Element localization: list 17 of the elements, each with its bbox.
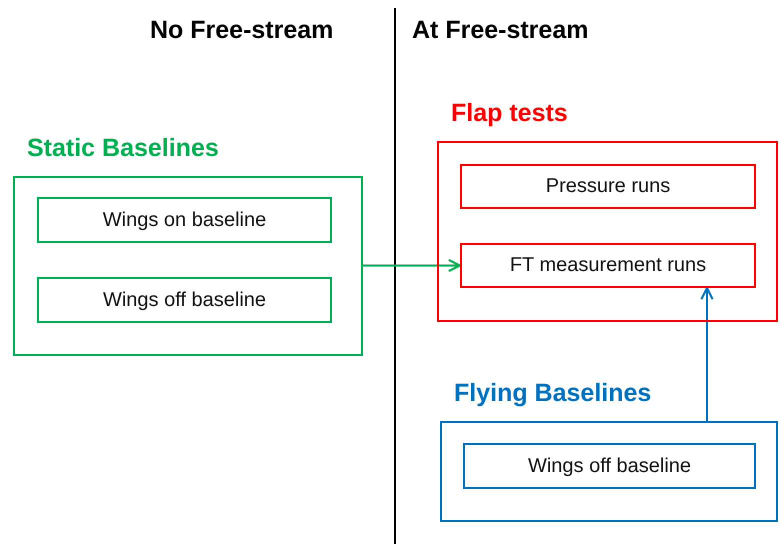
box-label: Wings off baseline: [528, 454, 692, 478]
group-title: Static Baselines: [27, 134, 219, 163]
group-title: Flying Baselines: [454, 379, 652, 408]
process-box: [37, 197, 332, 243]
process-box: [463, 443, 756, 489]
arrow: [700, 286, 714, 421]
column-heading: No Free-stream: [150, 16, 334, 45]
process-box: [460, 243, 756, 288]
group-title: Flap tests: [451, 99, 568, 128]
box-label: Pressure runs: [546, 175, 670, 198]
box-label: Wings on baseline: [102, 208, 266, 232]
column-heading: At Free-stream: [412, 16, 588, 45]
process-box: [460, 164, 756, 209]
box-label: FT measurement runs: [510, 254, 706, 277]
arrow: [363, 258, 462, 272]
box-label: Wings off baseline: [102, 288, 266, 312]
process-box: [37, 277, 332, 323]
